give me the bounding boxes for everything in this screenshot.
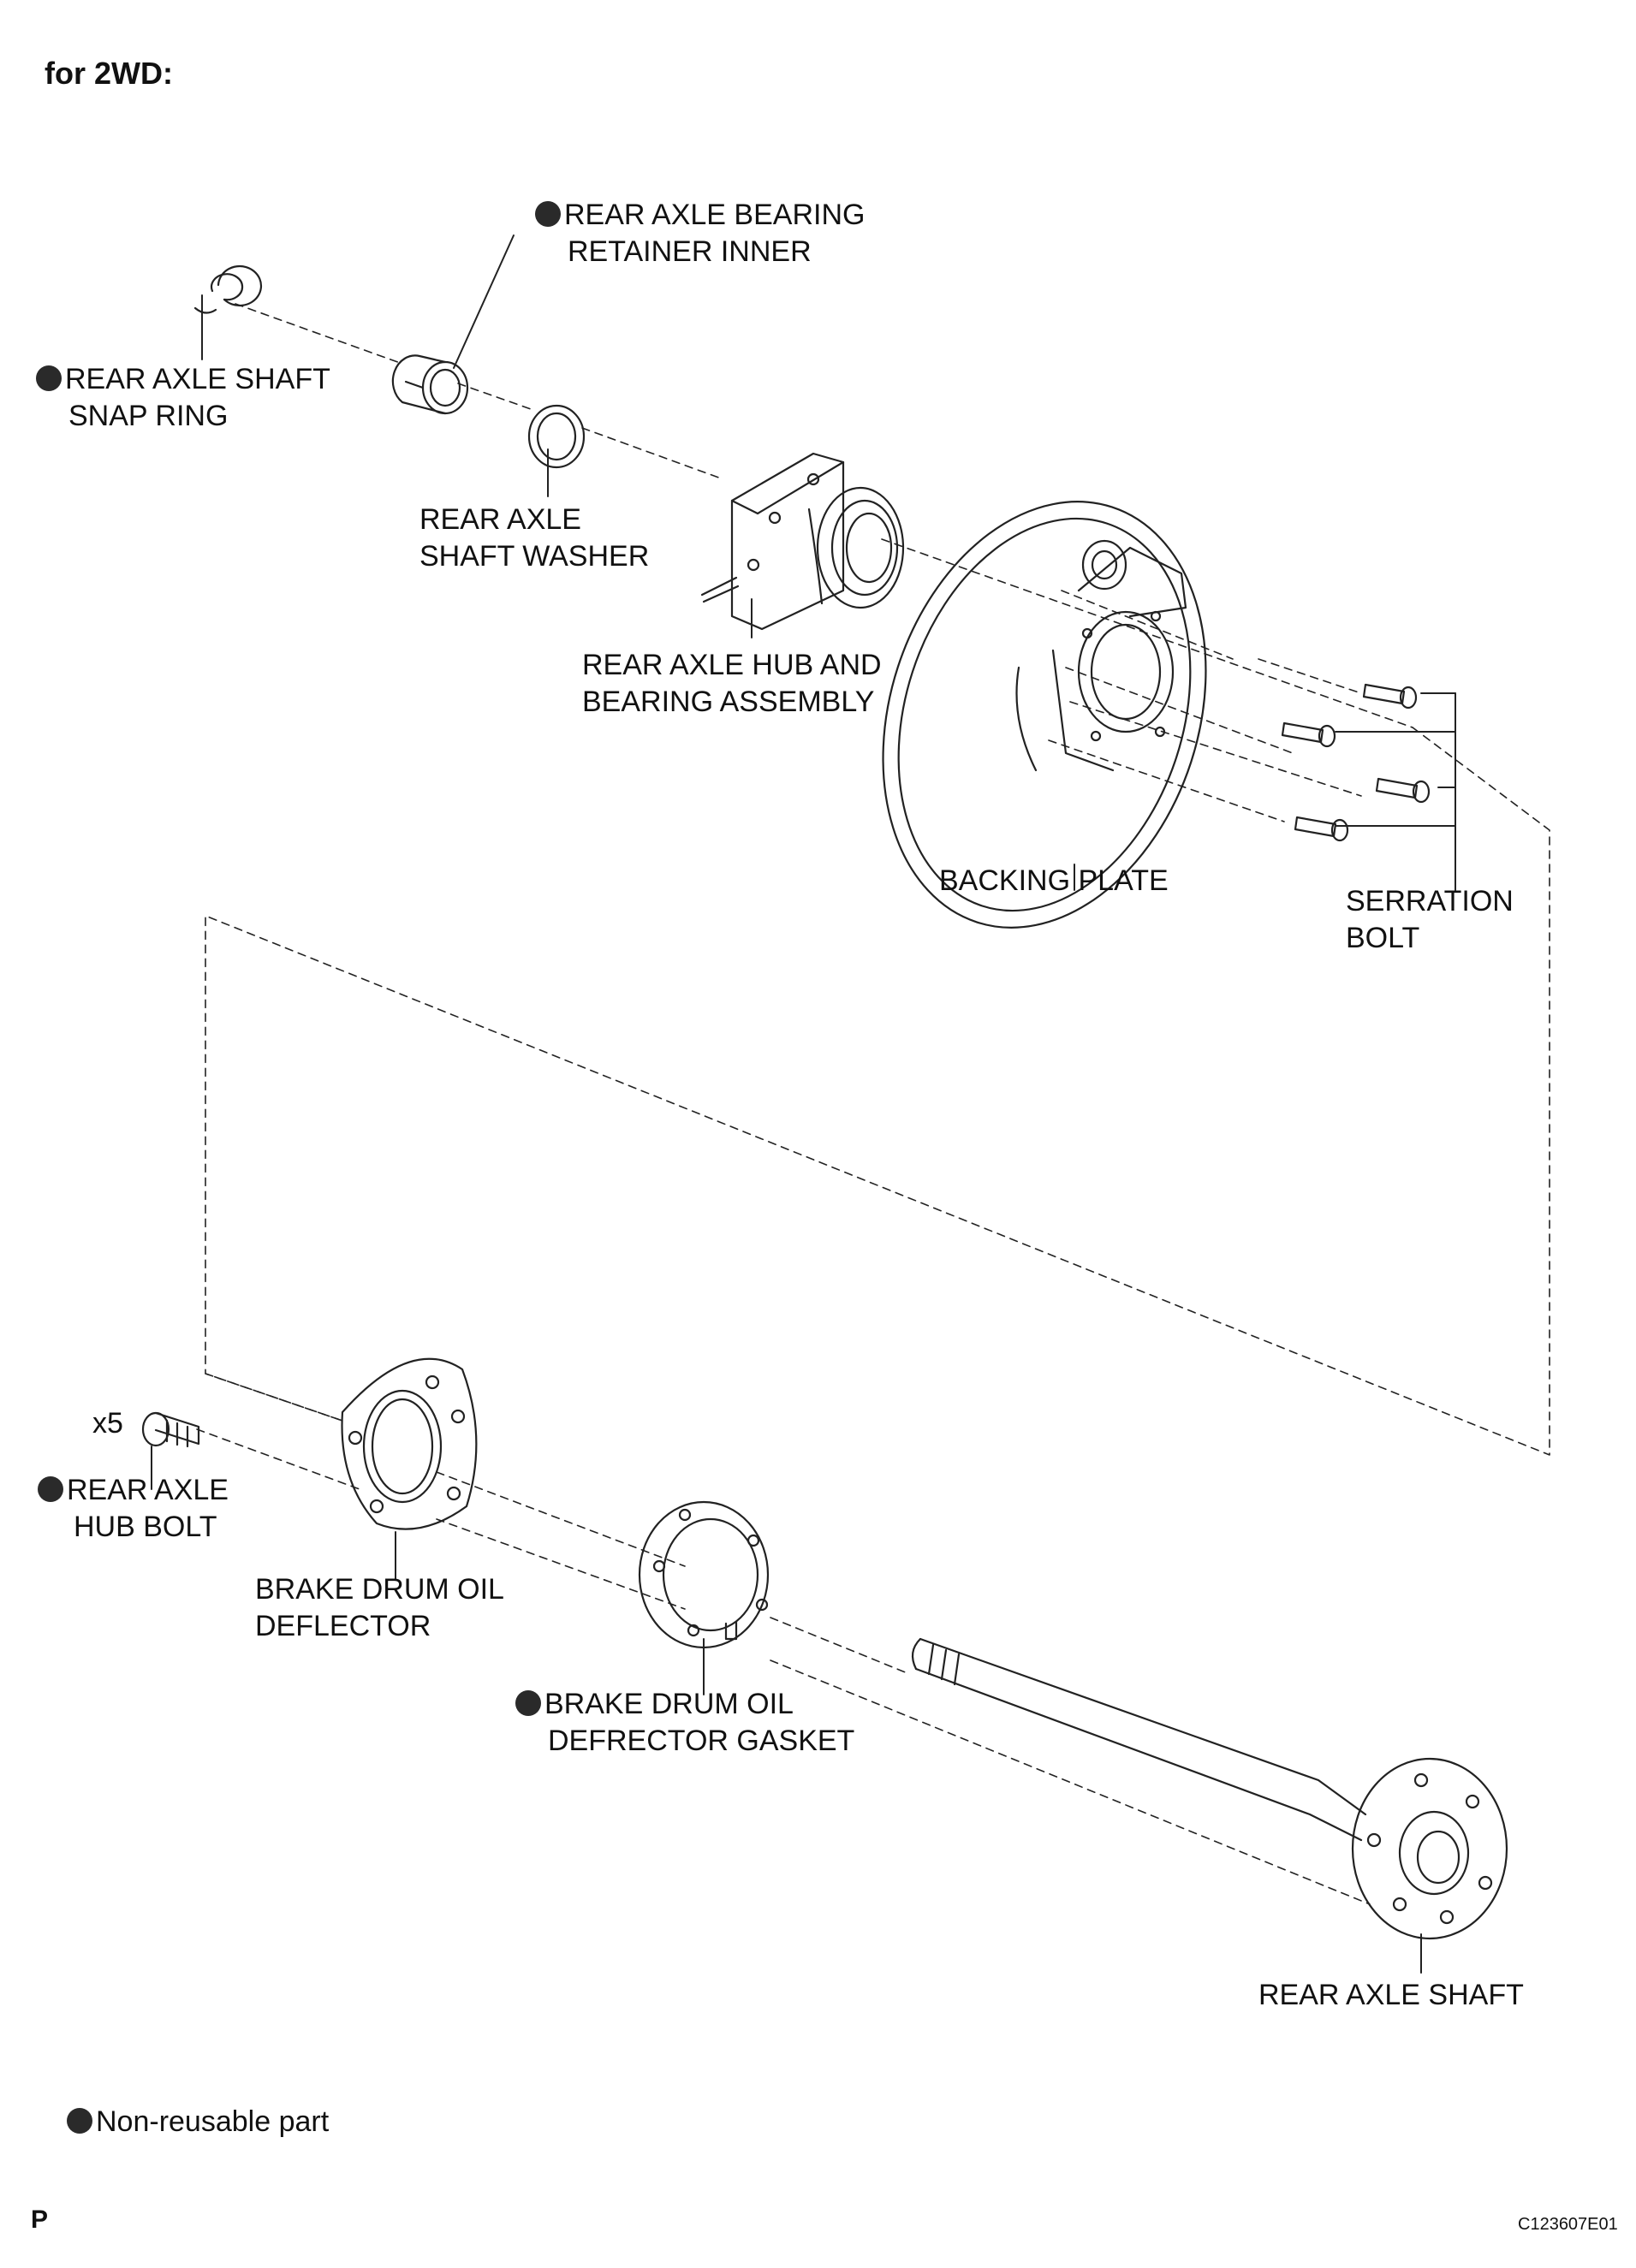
hub-bolt-part — [141, 1411, 200, 1448]
serration-bolt-parts — [1281, 683, 1431, 842]
label-snap-ring: REAR AXLE SHAFT SNAP RING — [36, 361, 330, 435]
filled-circle-icon — [36, 365, 62, 391]
label-shaft-washer: REAR AXLE SHAFT WASHER — [419, 503, 650, 573]
hub-bolt-quantity: x5 — [92, 1407, 123, 1440]
hub-bearing-part — [700, 452, 905, 631]
deflector-gasket-part — [638, 1500, 770, 1649]
heading: for 2WD: — [45, 56, 173, 91]
filled-circle-icon — [535, 201, 561, 227]
label-bearing-retainer: REAR AXLE BEARING RETAINER INNER — [535, 197, 865, 270]
label-oil-deflector: BRAKE DRUM OIL DEFLECTOR — [255, 1573, 504, 1642]
label-backing-plate: BACKING PLATE — [939, 864, 1169, 897]
axle-shaft-part — [911, 1637, 1508, 1940]
filled-circle-icon — [67, 2108, 92, 2134]
filled-circle-icon — [38, 1476, 63, 1502]
backing-plate-part — [882, 501, 1207, 929]
label-hub-bearing: REAR AXLE HUB AND BEARING ASSEMBLY — [582, 649, 882, 718]
filled-circle-icon — [515, 1690, 541, 1716]
figure-code: C123607E01 — [1518, 2215, 1618, 2234]
oil-deflector-part — [341, 1357, 478, 1530]
label-axle-shaft: REAR AXLE SHAFT — [1258, 1979, 1524, 2011]
legend-text: Non-reusable part — [96, 2105, 330, 2138]
shaft-washer-part — [527, 404, 586, 469]
legend: Non-reusable part — [67, 2104, 329, 2140]
bearing-retainer-part — [391, 354, 469, 415]
assembly-center-lines — [196, 303, 1550, 1905]
label-deflector-gasket: BRAKE DRUM OIL DEFRECTOR GASKET — [515, 1686, 854, 1760]
label-hub-bolt: REAR AXLE HUB BOLT — [38, 1472, 229, 1546]
snap-ring-part — [193, 264, 263, 314]
corner-mark: P — [31, 2206, 49, 2234]
label-serration-bolt: SERRATION BOLT — [1346, 885, 1514, 954]
